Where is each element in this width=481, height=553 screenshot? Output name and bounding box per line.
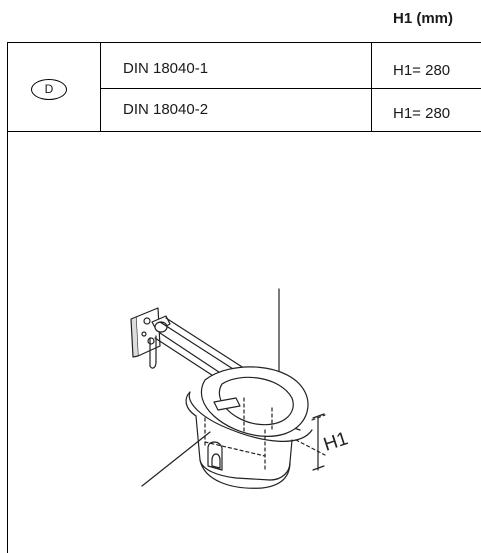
standard-cell: DIN 18040-1 [123, 60, 209, 77]
table-divider [371, 42, 372, 131]
value-cell: H1= 280 [393, 105, 451, 122]
table-divider [100, 88, 481, 89]
column-header-h1: H1 (mm) [393, 10, 454, 27]
country-badge: D [31, 79, 67, 100]
dimension-label: H1 [321, 428, 351, 455]
standard-cell: DIN 18040-2 [123, 101, 209, 118]
spec-table-frame [7, 42, 481, 553]
table-divider [7, 131, 481, 132]
value-cell: H1= 280 [393, 62, 451, 79]
table-divider [100, 42, 101, 131]
